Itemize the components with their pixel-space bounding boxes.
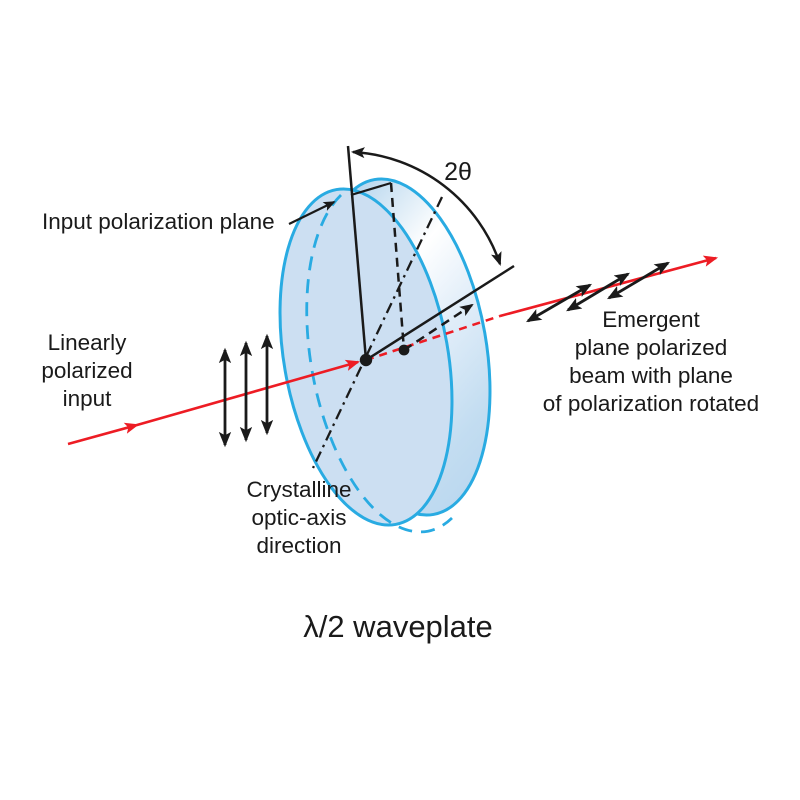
back-face-rotated-dashed-arrow: [403, 303, 474, 352]
input-beam-label-line1: Linearly: [48, 330, 128, 355]
emergent-label-line3: beam with plane: [569, 363, 733, 388]
input-beam-ray: [67, 359, 361, 446]
emergent-label-line4: of polarization rotated: [543, 391, 759, 416]
optic-axis-label-line1: Crystalline: [246, 477, 351, 502]
optic-axis-label-line3: direction: [256, 533, 341, 558]
input-plane-label: Input polarization plane: [42, 209, 275, 234]
figure-title: λ/2 waveplate: [303, 609, 493, 644]
emergent-label-line1: Emergent: [602, 307, 700, 332]
optic-axis-label: Crystalline optic-axis direction: [246, 477, 351, 558]
emergent-beam-label: Emergent plane polarized beam with plane…: [543, 307, 759, 416]
rotated-polarization-line: [365, 264, 515, 362]
input-beam-label: Linearly polarized input: [41, 330, 132, 411]
input-polarization-arrows: [218, 333, 274, 448]
angle-2theta-arc: [350, 147, 502, 266]
input-plane-label-arrow: [288, 201, 336, 225]
back-face-center-dot: [398, 344, 410, 356]
optic-axis-label-line2: optic-axis: [251, 505, 346, 530]
emergent-polarization-arrows: [526, 261, 670, 323]
angle-2theta-label: 2θ: [444, 158, 472, 186]
input-beam-label-line2: polarized: [41, 358, 132, 383]
back-face-plane-dashed-line: [389, 182, 406, 351]
beam-inside-plate-dashed: [365, 314, 501, 362]
emergent-label-line2: plane polarized: [575, 335, 728, 360]
emergent-polarization-arrow: [607, 261, 670, 300]
front-face-center-dot: [359, 353, 373, 367]
input-beam-label-line3: input: [63, 386, 113, 411]
